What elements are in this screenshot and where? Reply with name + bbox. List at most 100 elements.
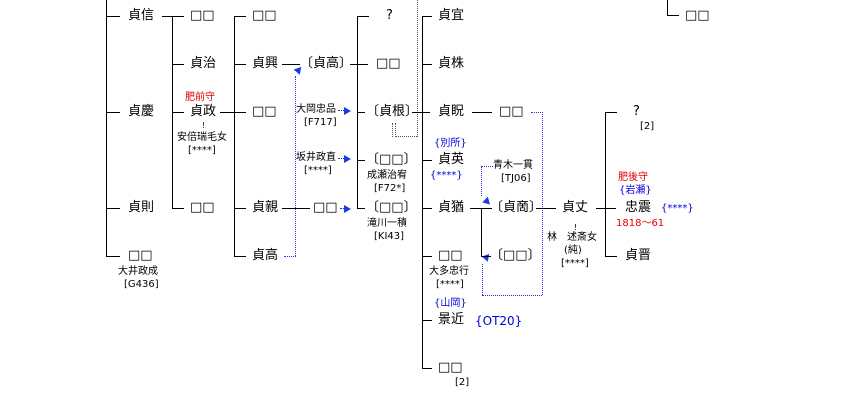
house-label: {岩瀬} bbox=[619, 185, 652, 196]
spouse-name: 滝川一積 bbox=[367, 218, 407, 229]
house-label: {別所} bbox=[434, 138, 467, 149]
branch-line bbox=[481, 256, 491, 257]
adoption-path bbox=[481, 166, 493, 167]
connector-line bbox=[536, 208, 556, 209]
person-sadayu[interactable]: 貞猶 bbox=[438, 200, 465, 215]
person-sadatake[interactable]: 貞丈 bbox=[562, 200, 589, 215]
title-label: 肥後守 bbox=[618, 172, 648, 183]
trunk-line-gen1 bbox=[106, 0, 107, 257]
person-sadaoki[interactable]: 貞興 bbox=[252, 56, 279, 71]
branch-line bbox=[422, 368, 432, 369]
relation-path bbox=[395, 136, 417, 137]
spouse-code: [G436] bbox=[124, 279, 159, 290]
person-unknown-topright[interactable]: □□ bbox=[685, 8, 710, 23]
note-label: [2] bbox=[455, 377, 470, 388]
person-sadanobu2[interactable]: 貞宜 bbox=[438, 8, 465, 23]
person-sadaaki-gen5[interactable]: 貞眖 bbox=[438, 104, 465, 119]
branch-line bbox=[422, 256, 432, 257]
person-sadakabu[interactable]: 貞株 bbox=[438, 56, 465, 71]
spouse-tick: ! bbox=[574, 223, 578, 232]
branch-line bbox=[106, 16, 120, 17]
person-code: {****} bbox=[661, 203, 694, 214]
branch-line bbox=[605, 112, 617, 113]
branch-line bbox=[234, 64, 246, 65]
title-label: 肥前守 bbox=[185, 92, 215, 103]
adoption-arrow-line bbox=[338, 158, 344, 159]
person-sadashou[interactable]: 〔貞啇〕 bbox=[490, 200, 543, 215]
person-tadafuru[interactable]: 忠震 bbox=[625, 200, 652, 215]
person-unknown-gen3a[interactable]: □□ bbox=[252, 8, 277, 23]
person-unknown-gen1[interactable]: □□ bbox=[128, 248, 153, 263]
spouse-code: [****] bbox=[436, 279, 464, 290]
person-unknown-gen4c[interactable]: 〔□□〕 bbox=[366, 200, 417, 215]
adopter-code: [****] bbox=[304, 165, 332, 176]
branch-line bbox=[422, 208, 432, 209]
connector-line bbox=[596, 208, 616, 209]
relation-path bbox=[392, 123, 393, 137]
person-sadayoshi[interactable]: 貞慶 bbox=[128, 104, 155, 119]
spouse-name: 安倍瑞毛女 bbox=[177, 132, 227, 143]
branch-line bbox=[172, 112, 184, 113]
branch-line bbox=[422, 320, 432, 321]
person-sadachika[interactable]: 貞親 bbox=[252, 200, 279, 215]
branch-line bbox=[357, 208, 365, 209]
person-sadataka-adopt[interactable]: 〔貞高〕 bbox=[300, 56, 353, 71]
branch-line bbox=[605, 256, 617, 257]
connector-line bbox=[220, 112, 246, 113]
person-unknown-gen4b[interactable]: 〔□□〕 bbox=[366, 152, 417, 167]
person-sadataka[interactable]: 貞高 bbox=[252, 248, 279, 263]
person-sadaharu[interactable]: 貞治 bbox=[190, 56, 217, 71]
person-sadaaki-gen8[interactable]: 貞晋 bbox=[625, 248, 652, 263]
spouse-code: [F72*] bbox=[374, 183, 406, 194]
adopter-name: 大岡忠品 bbox=[296, 104, 336, 115]
connector-line bbox=[282, 64, 300, 65]
branch-line bbox=[357, 160, 365, 161]
spouse-code: [KI43] bbox=[374, 231, 405, 242]
person-unknown-gen5[interactable]: □□ bbox=[438, 248, 463, 263]
person-sadane[interactable]: 〔貞根〕 bbox=[366, 104, 419, 119]
house-label: {山岡} bbox=[434, 298, 467, 309]
branch-line bbox=[357, 112, 365, 113]
person-sadanori[interactable]: 貞則 bbox=[128, 200, 155, 215]
branch-line bbox=[422, 64, 432, 65]
person-code: {OT20} bbox=[475, 314, 523, 328]
person-sadamasa[interactable]: 貞政 bbox=[190, 104, 217, 119]
connector-line bbox=[412, 112, 430, 113]
person-unknown-gen2a[interactable]: □□ bbox=[190, 8, 215, 23]
connector-line bbox=[282, 208, 310, 209]
person-unknown-gen3c[interactable]: □□ bbox=[313, 200, 338, 215]
person-unknown-gen6a[interactable]: □□ bbox=[499, 104, 524, 119]
person-question-gen4[interactable]: ? bbox=[386, 8, 393, 23]
arrow-right-icon bbox=[344, 107, 351, 115]
branch-line bbox=[667, 15, 679, 16]
person-unknown-gen3b[interactable]: □□ bbox=[252, 104, 277, 119]
branch-line bbox=[234, 256, 246, 257]
branch-line bbox=[357, 16, 369, 17]
person-sadanobu[interactable]: 貞信 bbox=[128, 8, 155, 23]
spouse-alias: (純) bbox=[564, 245, 582, 256]
branch-line bbox=[106, 256, 120, 257]
note-label: [2] bbox=[640, 121, 655, 132]
connector-line bbox=[472, 112, 492, 113]
branch-line bbox=[234, 16, 246, 17]
person-unknown-gen2b[interactable]: □□ bbox=[190, 200, 215, 215]
person-unknown-gen4a[interactable]: □□ bbox=[376, 56, 401, 71]
person-sadahide[interactable]: 貞英 bbox=[438, 152, 465, 167]
person-last-gen5[interactable]: □□ bbox=[438, 360, 463, 375]
branch-line bbox=[172, 64, 184, 65]
branch-line bbox=[234, 208, 246, 209]
adopter-code: [TJ06] bbox=[501, 173, 531, 184]
adoption-arrow-line bbox=[338, 110, 344, 111]
adopter-name: 坂井政直 bbox=[296, 152, 336, 163]
branch-line bbox=[106, 112, 120, 113]
spouse-name: 林 述斎女 bbox=[547, 232, 597, 243]
person-question-gen8[interactable]: ? bbox=[633, 104, 640, 119]
person-kagechika[interactable]: 景近 bbox=[438, 312, 465, 327]
person-unknown-gen6b[interactable]: 〔□□〕 bbox=[490, 248, 541, 263]
arrow-right-icon bbox=[344, 205, 351, 213]
adoption-path bbox=[481, 166, 482, 196]
branch-line bbox=[422, 160, 432, 161]
adopter-code: [F717] bbox=[304, 117, 337, 128]
connector-line bbox=[162, 16, 184, 17]
trunk-line-gen5 bbox=[422, 16, 423, 369]
